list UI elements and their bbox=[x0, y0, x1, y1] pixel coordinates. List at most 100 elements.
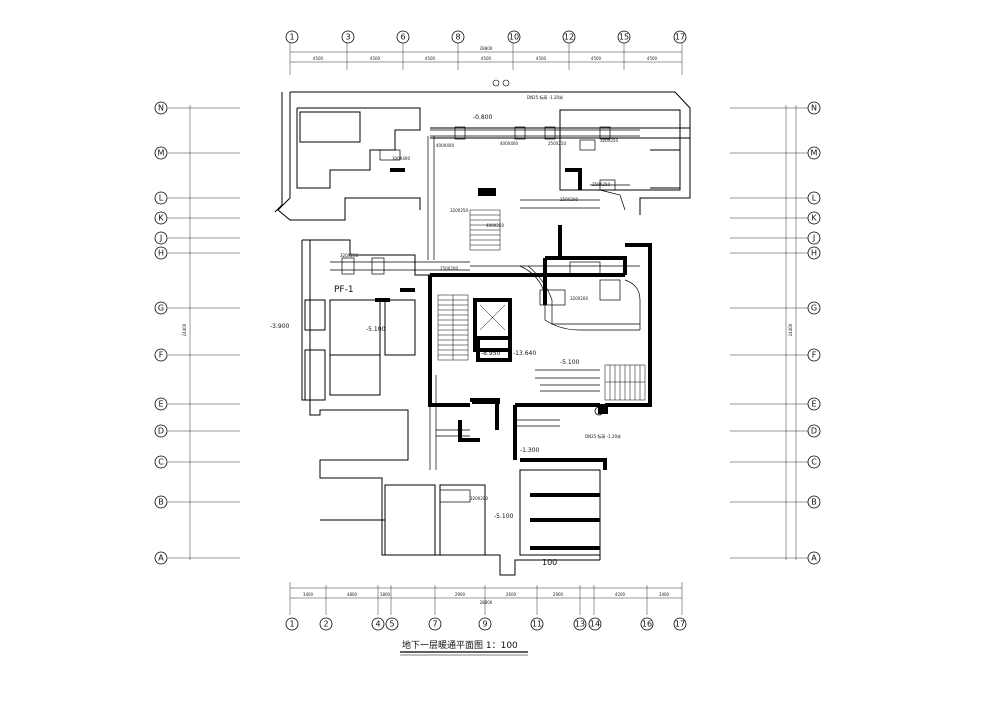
stair-east bbox=[604, 364, 646, 401]
svg-text:2600: 2600 bbox=[506, 592, 517, 597]
axis-bubble: 1 bbox=[285, 617, 299, 631]
svg-text:N: N bbox=[811, 104, 817, 113]
svg-text:250X250: 250X250 bbox=[592, 182, 610, 187]
svg-text:G: G bbox=[811, 304, 817, 313]
axis-bubble: K bbox=[807, 211, 821, 225]
svg-text:17: 17 bbox=[675, 33, 685, 42]
svg-text:1800: 1800 bbox=[380, 592, 391, 597]
axis-bubble: 4 bbox=[371, 617, 385, 631]
axis-bubble: N bbox=[154, 101, 168, 115]
svg-text:K: K bbox=[811, 214, 817, 223]
dimension-text-right: 24400 bbox=[788, 323, 793, 336]
svg-text:320X200: 320X200 bbox=[570, 296, 588, 301]
axis-bubble: L bbox=[807, 191, 821, 205]
axis-bubble: 16 bbox=[640, 617, 654, 631]
grid-lines bbox=[168, 42, 808, 615]
axis-bubble: C bbox=[154, 455, 168, 469]
svg-text:M: M bbox=[811, 149, 818, 158]
axis-bubble: H bbox=[807, 246, 821, 260]
drawing-title-block: 地下一层暖通平面图 1：100 bbox=[400, 639, 528, 656]
svg-text:-3.900: -3.900 bbox=[270, 323, 290, 330]
axis-bubble: C bbox=[807, 455, 821, 469]
svg-text:6: 6 bbox=[400, 33, 405, 42]
svg-text:A: A bbox=[811, 554, 817, 563]
svg-text:-5.100: -5.100 bbox=[366, 326, 386, 333]
svg-text:K: K bbox=[158, 214, 164, 223]
svg-text:250X200: 250X200 bbox=[440, 266, 458, 271]
svg-text:G: G bbox=[158, 304, 164, 313]
axis-bubble: 2 bbox=[319, 617, 333, 631]
svg-text:3400: 3400 bbox=[659, 592, 670, 597]
svg-text:-5.100: -5.100 bbox=[494, 513, 514, 520]
axis-bubble: M bbox=[154, 146, 168, 160]
axis-bubble: 12 bbox=[562, 30, 576, 44]
svg-text:1: 1 bbox=[289, 620, 294, 629]
svg-text:L: L bbox=[159, 194, 164, 203]
svg-text:C: C bbox=[811, 458, 817, 467]
svg-text:4500: 4500 bbox=[313, 56, 324, 61]
svg-text:4500: 4500 bbox=[591, 56, 602, 61]
svg-text:-8.950: -8.950 bbox=[481, 350, 501, 357]
axis-bubble: N bbox=[807, 101, 821, 115]
svg-text:8: 8 bbox=[455, 33, 460, 42]
axis-bubble: D bbox=[154, 424, 168, 438]
svg-text:4500: 4500 bbox=[647, 56, 658, 61]
axis-bubble: 5 bbox=[385, 617, 399, 631]
svg-text:320X250: 320X250 bbox=[600, 138, 618, 143]
axis-bubble: E bbox=[807, 397, 821, 411]
axis-bubble: J bbox=[154, 231, 168, 245]
svg-text:4500: 4500 bbox=[481, 56, 492, 61]
svg-text:D: D bbox=[158, 427, 164, 436]
svg-text:2: 2 bbox=[323, 620, 328, 629]
svg-text:4500: 4500 bbox=[370, 56, 381, 61]
svg-text:28800: 28800 bbox=[480, 46, 493, 51]
svg-text:7: 7 bbox=[432, 620, 437, 629]
svg-text:M: M bbox=[158, 149, 165, 158]
svg-text:DN25 标高 -1.20米: DN25 标高 -1.20米 bbox=[585, 433, 621, 439]
elevation-labels: -3.900 -5.100 -8.950 -13.640 -5.100 -1.3… bbox=[270, 114, 580, 520]
svg-text:-1.300: -1.300 bbox=[520, 447, 540, 454]
elevator-shaft bbox=[479, 304, 506, 331]
pipe-notes: DN25 标高 -1.20米 DN25 标高 -1.20米 bbox=[527, 94, 621, 439]
axis-bubble: D bbox=[807, 424, 821, 438]
drawing-title: 地下一层暖通平面图 1：100 bbox=[402, 639, 518, 651]
axis-bubbles-bottom: 1 2 4 5 7 9 11 13 14 16 17 bbox=[285, 617, 687, 631]
axis-bubble: B bbox=[807, 495, 821, 509]
svg-text:12: 12 bbox=[564, 33, 574, 42]
svg-text:J: J bbox=[159, 234, 162, 243]
axis-bubble: 9 bbox=[478, 617, 492, 631]
building-walls bbox=[274, 91, 691, 576]
ductwork bbox=[330, 126, 641, 503]
svg-text:4500: 4500 bbox=[536, 56, 547, 61]
svg-text:250X200: 250X200 bbox=[560, 197, 578, 202]
svg-text:1: 1 bbox=[289, 33, 294, 42]
svg-text:-0.800: -0.800 bbox=[473, 114, 493, 121]
svg-text:320X250: 320X250 bbox=[340, 253, 358, 258]
axis-bubble: A bbox=[154, 551, 168, 565]
svg-text:9: 9 bbox=[482, 620, 487, 629]
svg-text:B: B bbox=[811, 498, 817, 507]
svg-text:F: F bbox=[812, 351, 817, 360]
axis-bubble: 17 bbox=[673, 617, 687, 631]
svg-text:3400: 3400 bbox=[303, 592, 314, 597]
svg-text:320X250: 320X250 bbox=[450, 208, 468, 213]
axis-bubble: H bbox=[154, 246, 168, 260]
svg-text:2900: 2900 bbox=[455, 592, 466, 597]
axis-bubble: M bbox=[807, 146, 821, 160]
svg-text:4200: 4200 bbox=[615, 592, 626, 597]
svg-text:DN25 标高 -1.20米: DN25 标高 -1.20米 bbox=[527, 94, 563, 100]
svg-text:B: B bbox=[158, 498, 164, 507]
svg-text:320X200: 320X200 bbox=[470, 496, 488, 501]
svg-text:10: 10 bbox=[509, 33, 519, 42]
axis-bubbles-top: 1 3 6 8 10 12 15 17 bbox=[285, 30, 687, 44]
axis-bubble: F bbox=[807, 348, 821, 362]
axis-bubble: 7 bbox=[428, 617, 442, 631]
bottom-mark: 100 bbox=[542, 558, 557, 567]
axis-bubble: F bbox=[154, 348, 168, 362]
axis-bubble: K bbox=[154, 211, 168, 225]
stair-north bbox=[469, 209, 501, 251]
axis-bubbles-left: N M L K J H G F E D C B A bbox=[154, 101, 168, 565]
axis-bubbles-right: N M L K J H G F E D C B A bbox=[807, 101, 821, 565]
dimension-text-left: 24400 bbox=[182, 323, 187, 336]
dimension-text-bottom: 28800 3400 4800 1800 2900 2600 2900 4200… bbox=[303, 592, 670, 605]
